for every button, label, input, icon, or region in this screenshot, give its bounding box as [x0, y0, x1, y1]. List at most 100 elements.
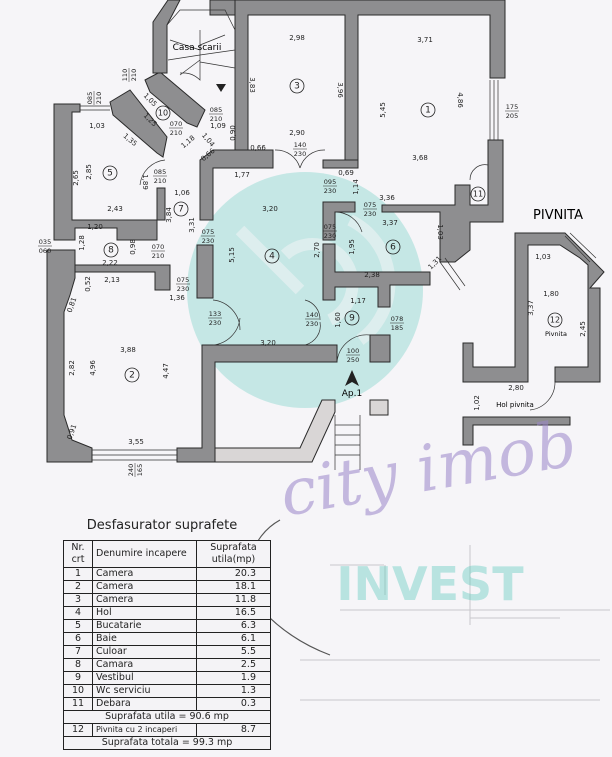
door-height: 205: [506, 112, 518, 120]
room-number: 10: [158, 109, 168, 118]
dimension: 3,83: [248, 77, 256, 93]
door-swings: [139, 149, 556, 411]
room-numbers: 1 2 3 4 5 6 7 8 9 10 11 12: [102, 78, 563, 383]
door-height: 230: [209, 319, 221, 327]
row-area: 5.5: [196, 645, 271, 659]
dimension: 0,90: [229, 125, 237, 141]
dimension: 3,36: [379, 194, 395, 202]
door-width: 133: [209, 310, 221, 318]
door-height: 210: [154, 177, 166, 185]
row-name: Baie: [92, 632, 197, 646]
door-width: 075: [177, 276, 189, 284]
dimension: 2,90: [289, 129, 305, 137]
dimension: 0,66: [250, 144, 266, 152]
room-number: 5: [107, 169, 113, 179]
row-area: 0.3: [196, 697, 271, 711]
dimension: 2,98: [289, 34, 305, 42]
dimension: 1,77: [234, 171, 250, 179]
dimension: 1,89: [141, 174, 149, 190]
dimension: 1,06: [174, 189, 190, 197]
row-name: Camara: [92, 658, 197, 672]
table-row: 12 Pivnita cu 2 incaperi 8.7: [63, 723, 271, 737]
dimension: 2,22: [102, 259, 118, 267]
door-height: 230: [294, 150, 306, 158]
room-number: 4: [269, 252, 275, 262]
basement-hall-label: Hol pivnita: [496, 401, 534, 409]
row-area: 20.3: [196, 567, 271, 581]
dimension: 1,03: [436, 224, 444, 240]
grand-total: Suprafata totala = 99.3 mp: [63, 736, 271, 750]
row-name: Debara: [92, 697, 197, 711]
door-width: 100: [347, 347, 359, 355]
door-width: 070: [152, 243, 164, 251]
door-width: 140: [294, 141, 306, 149]
row-name: Camera: [92, 567, 197, 581]
door-width: 078: [391, 315, 403, 323]
room-number: 6: [390, 243, 396, 253]
staircase: [166, 9, 361, 470]
door-width: 240: [127, 464, 135, 476]
dimension: 1,04: [200, 131, 216, 149]
dimension: 2,43: [107, 205, 123, 213]
room-number: 7: [178, 205, 184, 215]
door-height: 230: [324, 187, 336, 195]
header-nr: Nr. crt: [63, 540, 93, 568]
door-width: 085: [86, 92, 94, 104]
dimension: 4,86: [456, 92, 464, 108]
dimension: 1,17: [350, 297, 366, 305]
dimension: 4,96: [89, 360, 97, 376]
dimension: 1,28: [78, 235, 86, 251]
door-height: 230: [306, 320, 318, 328]
dimension: 3,37: [382, 219, 398, 227]
area-summary: Desfasurator suprafete Nr. crt Denumire …: [63, 518, 271, 750]
stairs-label: Casa scarii: [173, 43, 222, 53]
room-number: 12: [550, 316, 560, 325]
row-nr: 6: [63, 632, 93, 646]
dimension: 1,02: [473, 395, 481, 411]
dimension: 3,96: [336, 82, 344, 98]
row-area: 8.7: [196, 723, 271, 737]
row-nr: 1: [63, 567, 93, 581]
row-nr: 8: [63, 658, 93, 672]
door-width: 085: [154, 168, 166, 176]
row-name: Vestibul: [92, 671, 197, 685]
useful-total: Suprafata utila = 90.6 mp: [63, 710, 271, 724]
door-height: 210: [170, 129, 182, 137]
door-width: 035: [39, 238, 51, 246]
door-height: 165: [136, 464, 144, 476]
dimension: 1,03: [535, 253, 551, 261]
door-height: 185: [391, 324, 403, 332]
row-nr: 9: [63, 671, 93, 685]
door-width: 110: [121, 69, 129, 81]
row-name: Hol: [92, 606, 197, 620]
row-nr: 2: [63, 580, 93, 594]
door-height: 210: [210, 115, 222, 123]
row-name: Pivnita cu 2 incaperi: [92, 723, 197, 737]
dimension: 1,60: [334, 312, 342, 328]
blurred-region: [300, 545, 610, 701]
dimension: 2,45: [579, 321, 587, 337]
dimension: 1,36: [169, 294, 185, 302]
watermark-text: INVEST: [336, 557, 524, 611]
dimension: 4,47: [162, 363, 170, 379]
area-table: Nr. crt Denumire incapere Suprafata util…: [63, 540, 271, 750]
door-height: 230: [202, 237, 214, 245]
row-area: 6.3: [196, 619, 271, 633]
room-number: 11: [473, 190, 483, 199]
door-width: 075: [324, 223, 336, 231]
dimension: 1,03: [89, 122, 105, 130]
row-name: Culoar: [92, 645, 197, 659]
